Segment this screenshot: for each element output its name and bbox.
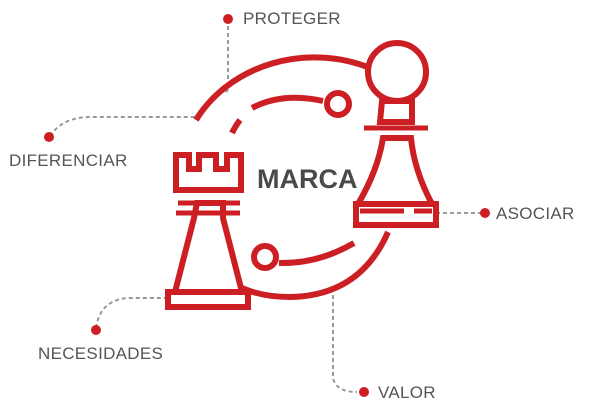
dot-valor [359,387,369,397]
label-asociar: ASOCIAR [496,204,575,223]
dot-proteger [223,14,233,24]
label-valor: VALOR [378,383,436,402]
dot-necesidades [91,325,101,335]
rook-icon [165,152,251,310]
pawn-icon [352,40,439,228]
ring-inner-bottom-stroke [278,240,356,267]
connector-diferenciar [49,116,196,137]
label-necesidades: NECESIDADES [38,344,164,363]
connector-valor [332,295,358,393]
connector-proteger [220,19,229,93]
arrow-head-bottom [251,243,279,271]
ring-inner-top-stroke [250,94,324,111]
dot-diferenciar [44,132,54,142]
ring-outer-bottom-arc [230,230,391,301]
label-diferenciar: DIFERENCIAR [9,151,128,170]
ring-outer-top-arc [193,54,372,122]
arrow-head-top [324,90,352,118]
connector-necesidades [95,297,165,329]
ring-inner-top-arc [229,118,243,135]
center-label: MARCA [257,164,358,194]
dot-asociar [480,208,490,218]
label-proteger: PROTEGER [243,9,341,28]
